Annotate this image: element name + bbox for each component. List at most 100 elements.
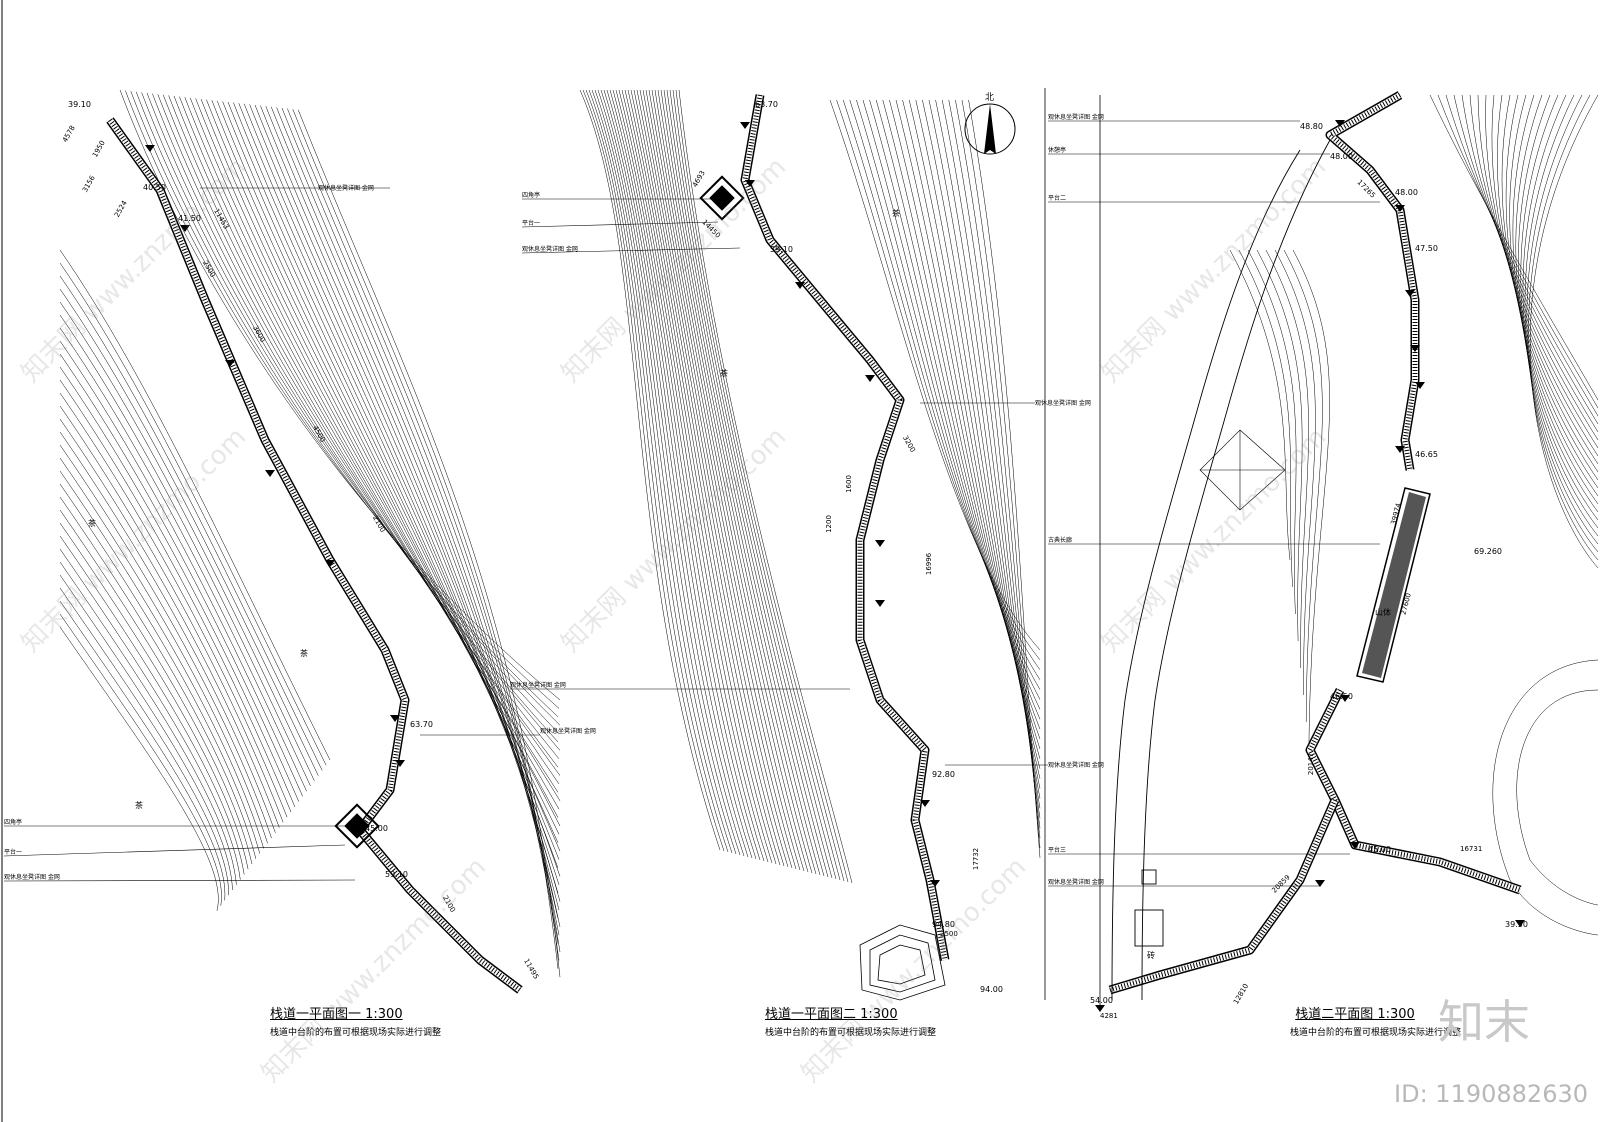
elevation-triangle bbox=[1395, 446, 1405, 453]
contour-line bbox=[606, 89, 757, 860]
contour-line bbox=[651, 89, 817, 875]
panel3-note: 栈道中台阶的布置可根据现场实际进行调整 bbox=[1290, 1028, 1462, 1038]
contour-line bbox=[59, 366, 296, 807]
elevation-label-p2-0: 63.70 bbox=[755, 100, 778, 109]
mark-tea-2: 茶 bbox=[300, 649, 308, 658]
pavilion-1 bbox=[334, 803, 380, 849]
elevation-triangle bbox=[740, 122, 750, 129]
boardwalk-3b-steps bbox=[1307, 688, 1521, 893]
label-bench-p2-a: 观休息坐凳详图 金网 bbox=[522, 246, 578, 253]
elevation-label-p3-2: 48.00 bbox=[1395, 188, 1418, 197]
label-platform-p2: 平台一 bbox=[522, 220, 541, 227]
contour-line bbox=[1292, 249, 1330, 750]
contour-line bbox=[1469, 94, 1599, 441]
elevation-label-p1-1: 40.50 bbox=[143, 183, 166, 192]
mark-mountain: 山体 bbox=[1375, 608, 1391, 617]
contour-line bbox=[660, 89, 829, 878]
contour-line bbox=[1518, 94, 1599, 521]
elevation-triangle bbox=[1335, 120, 1345, 127]
elevation-triangle bbox=[1515, 920, 1525, 927]
contour-line bbox=[125, 90, 560, 709]
contour-line bbox=[1520, 94, 1599, 529]
elevation-label-p3-1: 48.00 bbox=[1330, 152, 1353, 161]
contour-line bbox=[1497, 94, 1599, 473]
contour-line bbox=[59, 340, 303, 797]
contour-line bbox=[59, 626, 219, 911]
elevation-label-p1-0: 39.10 bbox=[68, 100, 91, 109]
pyramid-roof bbox=[1199, 429, 1286, 511]
contour-line bbox=[168, 95, 561, 776]
boardwalk-2-steps bbox=[742, 94, 948, 961]
mark-brick: 砖 bbox=[1147, 951, 1155, 960]
contour-line bbox=[1512, 94, 1599, 505]
contour-line bbox=[200, 98, 561, 827]
contour-line bbox=[59, 379, 292, 813]
elevation-triangle bbox=[875, 540, 885, 547]
elevation-triangle bbox=[920, 800, 930, 807]
elevation-triangle bbox=[1340, 695, 1350, 702]
contour-line bbox=[281, 107, 561, 953]
dimension-p2-7: 17732 bbox=[972, 847, 981, 871]
contour-line bbox=[594, 89, 741, 856]
elevation-triangle bbox=[225, 360, 235, 367]
contour-line bbox=[1516, 689, 1599, 906]
panel2-caption: 栈道一平面图二 1:300 栈道中台阶的布置可根据现场实际进行调整 bbox=[765, 1003, 936, 1038]
contour-line bbox=[59, 522, 249, 870]
classic-corridor bbox=[1356, 487, 1431, 683]
contour-line bbox=[630, 89, 789, 868]
leader-line bbox=[521, 247, 741, 254]
elevation-triangle bbox=[265, 470, 275, 477]
dimension-p2-6: 16996 bbox=[925, 552, 934, 576]
contour-line bbox=[59, 353, 300, 802]
mark-tea-4: 茶 bbox=[892, 209, 900, 218]
contour-line bbox=[585, 89, 729, 853]
boardwalk-paths bbox=[106, 91, 1522, 995]
contour-line bbox=[135, 91, 561, 726]
contour-line bbox=[59, 249, 331, 761]
contour-line bbox=[615, 89, 769, 863]
contour-line bbox=[672, 89, 845, 882]
panel3-title: 栈道二平面图 1:300 bbox=[1295, 1007, 1415, 1022]
contour-line bbox=[59, 470, 264, 849]
boardwalk-3a-steps bbox=[1327, 92, 1418, 471]
contour-line bbox=[59, 431, 276, 833]
image-id: ID: 1190882630 bbox=[1394, 1080, 1588, 1108]
contour-line bbox=[287, 108, 560, 961]
label-bench-p1-c: 观休息坐凳详图 金网 bbox=[510, 682, 566, 689]
elevation-label-p1-3: 45.00 bbox=[365, 824, 388, 833]
elevation-label-p3-6: 45.00 bbox=[1368, 845, 1391, 854]
elevation-label-p3-4: 46.65 bbox=[1415, 450, 1438, 459]
contour-line bbox=[1247, 249, 1297, 615]
contour-line bbox=[1477, 94, 1599, 449]
contour-line bbox=[227, 101, 559, 869]
contour-line bbox=[162, 94, 559, 768]
pavilion-2 bbox=[699, 175, 745, 221]
contour-line bbox=[59, 548, 241, 880]
contour-line bbox=[1437, 94, 1599, 409]
label-bench-p2-b: 观休息坐凳详图 金网 bbox=[1035, 400, 1091, 407]
contour-line bbox=[1522, 94, 1599, 537]
contour-line bbox=[968, 99, 1041, 858]
contour-line bbox=[624, 89, 781, 866]
contour-line bbox=[59, 275, 323, 771]
elevation-marks bbox=[145, 120, 1525, 1012]
elevation-triangle bbox=[1410, 345, 1420, 352]
boardwalk-3b-inner bbox=[1307, 688, 1521, 893]
contour-line bbox=[292, 109, 559, 969]
contour-line bbox=[955, 99, 1041, 839]
mark-elev-69: 69.260 bbox=[1474, 547, 1502, 556]
elevation-triangle bbox=[145, 145, 155, 152]
contour-line bbox=[633, 89, 793, 869]
panel1-title: 栈道一平面图一 1:300 bbox=[270, 1007, 403, 1022]
dimension-p3-3: 20147 bbox=[1307, 752, 1316, 776]
label-bench-p3-a: 观休息坐凳详图 金网 bbox=[1048, 114, 1104, 121]
contour-line bbox=[1528, 94, 1599, 561]
elevation-label-p2-2: 92.80 bbox=[932, 770, 955, 779]
contour-line bbox=[1256, 249, 1303, 642]
elevation-triangle bbox=[180, 225, 190, 232]
brand-logo: 知末 bbox=[1438, 995, 1530, 1049]
boardwalk-1-inner bbox=[107, 118, 522, 993]
contour-line bbox=[59, 288, 319, 776]
panel3-caption: 栈道二平面图 1:300 栈道中台阶的布置可根据现场实际进行调整 bbox=[1290, 1003, 1462, 1038]
contour-line bbox=[603, 89, 753, 859]
